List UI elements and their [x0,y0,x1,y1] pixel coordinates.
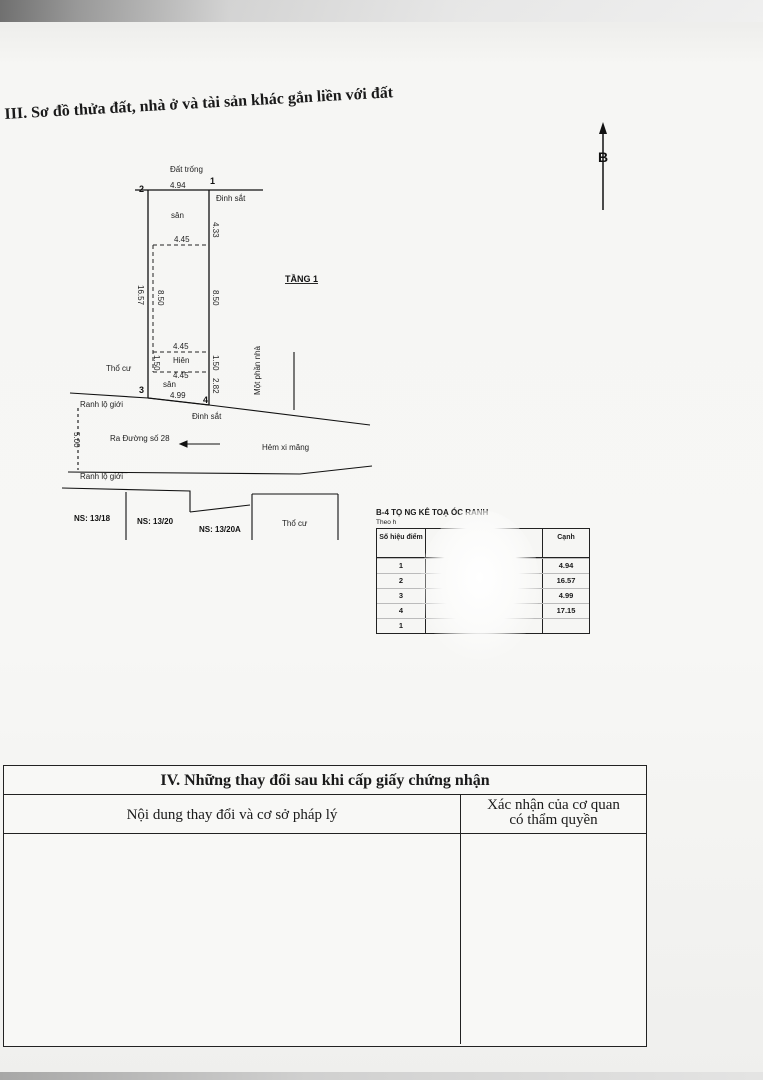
label-dinh-sat-bottom: Đinh sắt [192,412,222,421]
header-edge: Cạnh [557,534,575,541]
label-dat-trong: Đất trống [170,165,203,174]
coord-table-subtitle: Theo h [376,519,397,526]
label-tho-cu-bottom: Thổ cư [282,519,308,528]
road-arrow [178,440,220,448]
dim-4-45-b: 4.45 [173,342,189,351]
north-arrow-icon: B [598,122,608,210]
redaction-blot [420,510,540,660]
label-tang-1: TẦNG 1 [285,274,318,284]
point-2-label: 2 [139,184,144,194]
label-tho-cu-left: Thổ cư [106,364,132,373]
scan-shadow-bottom [0,1072,763,1080]
point-1-label: 1 [210,176,215,186]
label-ranh-lo-gioi-bottom: Ranh lộ giới [80,472,123,481]
column-authority-confirmation: Xác nhận của cơ quan có thẩm quyền [487,797,620,828]
point-3-label: 3 [139,385,144,395]
label-san-top: sân [171,211,184,220]
section-4-title: IV. Những thay đổi sau khi cấp giấy chứn… [4,766,646,795]
left-edge-length: 16.57 [136,285,145,306]
label-ra-duong: Ra Đường số 28 [110,434,170,443]
point-4-label: 4 [203,395,208,405]
authority-confirmation-cell [461,834,646,1044]
dim-1-50-left: 1.50 [152,355,161,371]
label-mot-phan-nha: Một phần nhà [253,346,262,395]
top-edge-length: 4.94 [170,181,186,190]
dim-4-45-a: 4.45 [174,235,190,244]
house-dashed-outline [152,244,209,373]
coord-table-title: B-4 TỌ NG KÊ TOẠ ÓC RANH [376,508,489,517]
section-4-header: Nội dung thay đổi và cơ sở pháp lý Xác n… [4,795,646,834]
lot-outline [135,189,263,406]
north-label: B [598,149,608,165]
label-dinh-sat-top: Đinh sắt [216,194,246,203]
dim-2-82: 2.82 [211,378,220,394]
road-width: 5.00 [72,432,81,448]
dim-1-50-right: 1.50 [211,355,220,371]
section-4-table: IV. Những thay đổi sau khi cấp giấy chứn… [3,765,647,1047]
label-ns-13-20a: NS: 13/20A [199,525,241,534]
label-hien: Hiên [173,356,189,365]
bottom-edge-length: 4.99 [170,391,186,400]
change-content-cell [4,834,461,1044]
section-4-body [4,834,646,1044]
scan-shadow-top [0,0,763,22]
header-point: Số hiệu điểm [377,529,426,557]
label-san-bottom: sân [163,380,176,389]
dim-4-33: 4.33 [211,222,220,238]
label-hem-xi-mang: Hẻm xi măng [262,443,309,452]
dim-8-50-right: 8.50 [211,290,220,306]
column-change-content: Nội dung thay đổi và cơ sở pháp lý [4,795,461,833]
street-lines [61,352,373,540]
dim-8-50-left: 8.50 [156,290,165,306]
label-ns-13-20: NS: 13/20 [137,517,174,526]
dim-4-45-c: 4.45 [173,371,189,380]
label-ns-13-18: NS: 13/18 [74,514,111,523]
land-plot-diagram: B [61,122,608,540]
label-ranh-lo-gioi-top: Ranh lộ giới [80,400,123,409]
